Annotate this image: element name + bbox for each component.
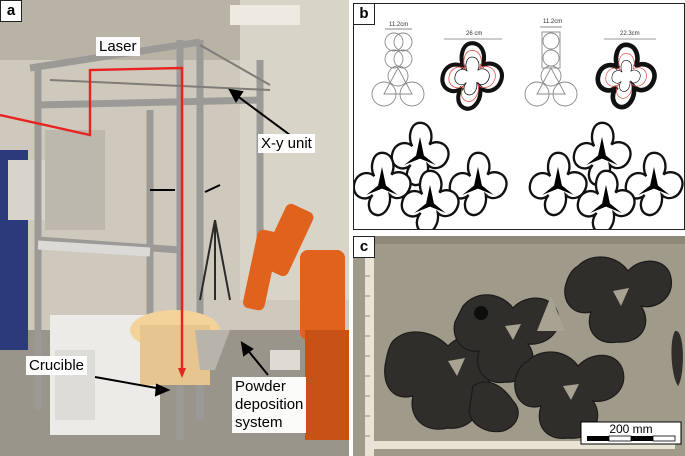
laser-label: Laser (96, 37, 140, 56)
panel-c-printed-tiles-photo: c (353, 236, 685, 456)
dimension-label-3: 11.2cm (543, 19, 562, 25)
powder-label-line-2: deposition (235, 396, 304, 413)
panel-b-letter: b (354, 4, 375, 25)
xy-unit-label: X-y unit (258, 134, 315, 153)
ruler-vertical (365, 258, 374, 456)
tile-assembly-right (528, 121, 684, 229)
setup-photo-illustration (0, 0, 349, 456)
dimension-label-4: 22.3cm (620, 31, 640, 37)
scale-bar-segment-1 (587, 436, 609, 441)
tile-assembly-left (354, 121, 508, 229)
tile-design-drawing: 11.2cm 26 cm 11.2cm 22.3cm (354, 19, 684, 229)
panel-b-design-drawings: b 11.2cm 26 cm (353, 3, 685, 230)
crucible-label: Crucible (26, 356, 88, 375)
dimension-label-2: 26 cm (466, 31, 482, 37)
tile-design-1 (442, 43, 502, 109)
ruler-horizontal (365, 441, 675, 449)
scale-bar-segment-3 (631, 436, 653, 441)
powder-label-line-3: system (235, 414, 283, 431)
tile-design-2 (598, 45, 655, 107)
scale-bar-segment-2 (608, 435, 632, 442)
powder-label-line-1: Powder (235, 378, 286, 395)
tile-gaps (448, 288, 629, 400)
construction-geometry-right (524, 26, 578, 107)
scale-bar-segment-4 (652, 435, 676, 442)
construction-geometry-left (371, 28, 425, 107)
dimension-label-1: 11.2cm (389, 22, 408, 28)
panel-a-letter: a (0, 0, 22, 22)
printed-tiles-illustration: 200 mm (353, 236, 685, 456)
scale-bar-label: 200 mm (609, 422, 652, 436)
powder-deposition-label: Powder deposition system (232, 377, 307, 433)
panel-c-letter: c (353, 236, 375, 258)
panel-a-setup-photo: a (0, 0, 349, 456)
